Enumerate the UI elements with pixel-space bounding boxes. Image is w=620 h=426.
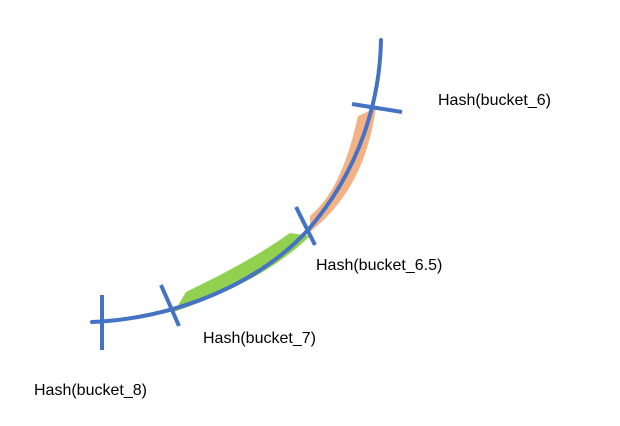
label-hash-bucket-8: Hash(bucket_8) — [34, 382, 147, 399]
segment-bucket-6-to-6-5 — [310, 108, 376, 232]
segment-bucket-6-5-to-7 — [174, 233, 310, 312]
label-hash-bucket-6: Hash(bucket_6) — [438, 92, 551, 109]
tick-bucket-7 — [159, 284, 181, 327]
label-hash-bucket-7: Hash(bucket_7) — [203, 330, 316, 347]
label-hash-bucket-6-5: Hash(bucket_6.5) — [316, 257, 443, 274]
tick-bucket-6-5 — [294, 206, 317, 246]
tick-bucket-6 — [351, 102, 403, 114]
